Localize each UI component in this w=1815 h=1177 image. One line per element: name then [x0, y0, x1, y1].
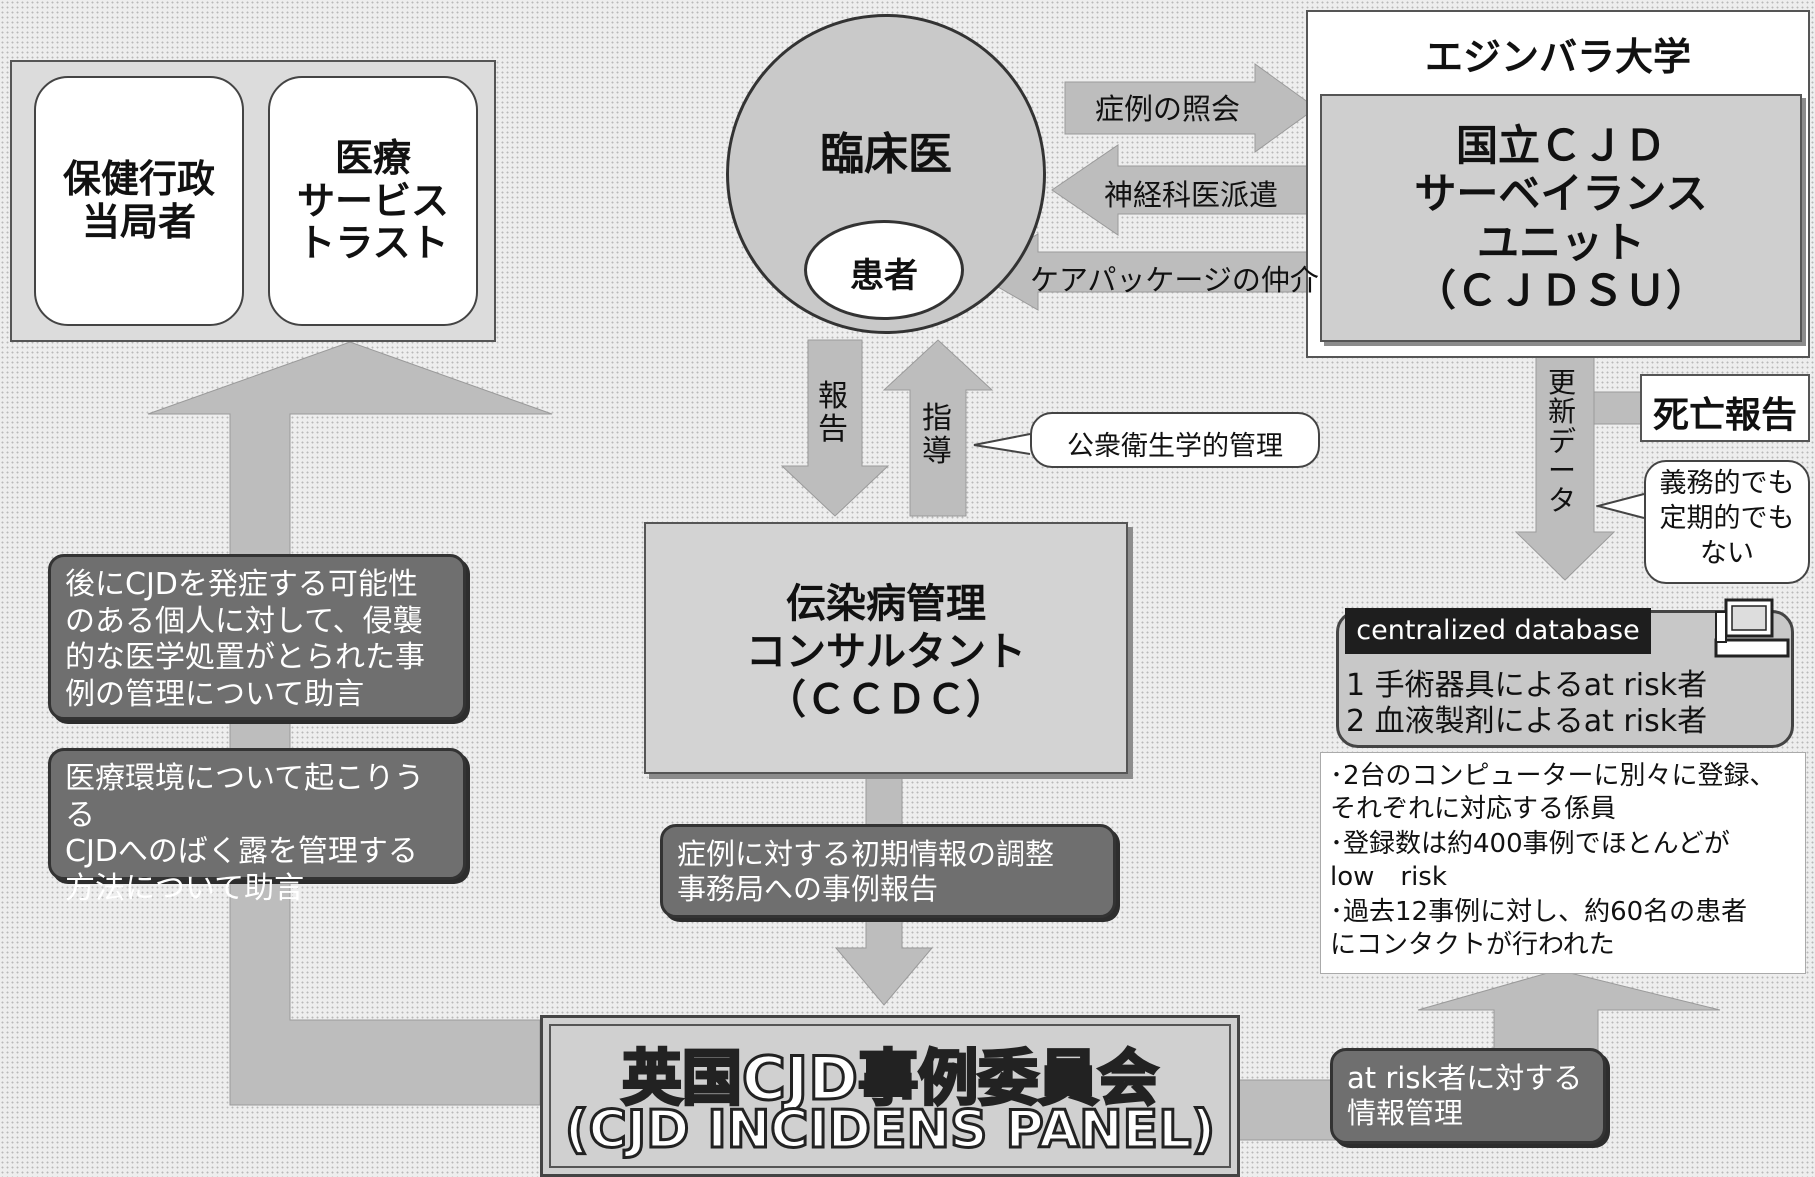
- update-data-arrow: [1514, 345, 1616, 581]
- panel-title: 英国CJD事例委員会: [620, 1043, 1159, 1116]
- cjdsu-label: 国立ＣＪＤ サーベイランス ユニット （ＣＪＤＳＵ）: [1413, 121, 1708, 315]
- care-package-label: ケアパッケージの仲介: [1030, 263, 1319, 297]
- ccdc-box: [644, 522, 1128, 774]
- ccdc-label: 伝染病管理 コンサルタント （ＣＣＤＣ）: [746, 581, 1026, 723]
- neuro-dispatch-arrow: [1051, 144, 1321, 236]
- cjdsu-box: [1320, 94, 1802, 342]
- initial-info-box: 症例に対する初期情報の調整 事務局への事例報告: [660, 824, 1116, 918]
- public-health-callout: [1030, 412, 1320, 468]
- environment-advice-box: 医療環境について起こりうる CJDへのばく露を管理する 方法について助言: [48, 748, 466, 906]
- service-trust-card: 医療 サービス トラスト: [268, 76, 478, 326]
- database-header: centralized database: [1345, 608, 1651, 654]
- database-notes-panel: [1320, 752, 1806, 974]
- death-report-label: 死亡報告: [1652, 395, 1797, 436]
- guidance-label: 指 導: [922, 401, 952, 469]
- not-mandatory-callout-tail: [1596, 493, 1645, 519]
- neuro-dispatch-label: 神経科医派遣: [1104, 178, 1279, 212]
- at-risk-management-box: at risk者に対する 情報管理: [1330, 1048, 1606, 1144]
- computer-icon: [1714, 598, 1790, 658]
- report-label: 報 告: [818, 379, 848, 447]
- clinician-label: 臨床医: [820, 129, 952, 180]
- not-mandatory-callout: [1644, 460, 1810, 584]
- database-line-1: 1 手術器具によるat risk者: [1346, 668, 1708, 703]
- invasive-advice-box: 後にCJDを発症する可能性 のある個人に対して、侵襲 的な医学処置がとられた事 …: [48, 554, 466, 720]
- update-data-label: 更 新 デ ー タ: [1548, 366, 1577, 517]
- case-inquiry-arrow: [1064, 63, 1317, 153]
- public-health-label: 公衆衛生学的管理: [1067, 431, 1283, 462]
- cjd-incident-panel-box: [540, 1015, 1240, 1177]
- admin-authority-card: 保健行政 当局者: [34, 76, 244, 326]
- left-group-panel: 保健行政 当局者 医療 サービス トラスト: [10, 60, 496, 342]
- note-item-1: ･2台のコンピューターに別々に登録、 それぞれに対応する係員: [1330, 761, 1776, 824]
- death-report-connector: [1593, 391, 1645, 425]
- public-health-callout-tail: [973, 433, 1031, 455]
- university-title: エジンバラ大学: [1424, 35, 1691, 79]
- death-report-box: [1640, 374, 1810, 442]
- not-mandatory-label: 義務的でも 定期的でも ない: [1659, 468, 1795, 570]
- patient-oval: [804, 220, 964, 320]
- note-item-2: ･登録数は約400事例でほとんどが low risk: [1330, 829, 1730, 892]
- note-item-3: ･過去12事例に対し、約60名の患者 にコンタクトが行われた: [1330, 897, 1748, 960]
- guidance-up-arrow: [882, 339, 994, 517]
- case-inquiry-label: 症例の照会: [1095, 92, 1241, 126]
- panel-subtitle: (CJD INCIDENS PANEL): [563, 1099, 1216, 1162]
- patient-label: 患者: [850, 256, 918, 296]
- report-down-arrow: [780, 339, 890, 517]
- care-package-arrow: [970, 233, 1321, 311]
- database-line-2: 2 血液製剤によるat risk者: [1346, 704, 1708, 739]
